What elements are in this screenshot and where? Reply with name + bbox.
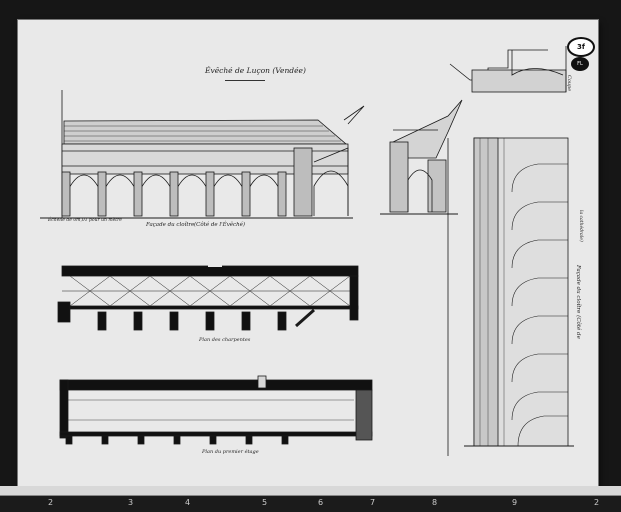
facade-caption: Façade du cloître — [146, 222, 195, 228]
title-underline — [225, 80, 265, 81]
archive-stamp: 3f — [567, 37, 595, 57]
ruler-number: 8 — [432, 498, 438, 507]
ruler-number: 4 — [185, 498, 191, 507]
ruler-number: 5 — [262, 498, 268, 507]
floor-plan-caption: Plan du premier étage — [202, 449, 259, 455]
ruler-number: 2 — [48, 498, 54, 507]
facade-side-caption: (Côté de l'Évêché) — [194, 222, 246, 228]
facade-elevation — [40, 90, 365, 219]
measuring-ruler: 2 3 4 5 6 7 8 9 2 — [0, 486, 621, 512]
right-elevation — [447, 137, 574, 456]
architectural-drawing — [40, 46, 574, 456]
archive-stamp-secondary: FL — [571, 57, 589, 71]
ruler-number: 9 — [512, 498, 518, 507]
roof-plan-caption: Plan des charpentes — [199, 337, 251, 343]
ruler-number: 6 — [318, 498, 324, 507]
small-section — [380, 99, 463, 215]
scale-note: Échelle de 0m,01 pour un mètre — [48, 218, 122, 223]
drawing-sheet: 3f FL Évêché de Luçon (Vendée) Échelle d… — [18, 20, 598, 486]
ruler-number: 2 — [594, 498, 600, 507]
right-facade-caption: Façade du cloître (Côté de — [575, 265, 581, 339]
right-facade-side-caption: la cathédrale) — [578, 210, 583, 242]
sheet-title: Évêché de Luçon (Vendée) — [205, 66, 306, 75]
ruler-number: 7 — [370, 498, 376, 507]
ruler-number: 3 — [128, 498, 134, 507]
ruler-strip — [0, 486, 621, 496]
top-right-section — [449, 46, 567, 93]
floor-plan — [59, 375, 373, 445]
section-caption: Coupe — [566, 75, 572, 92]
roof-plan — [57, 263, 359, 331]
